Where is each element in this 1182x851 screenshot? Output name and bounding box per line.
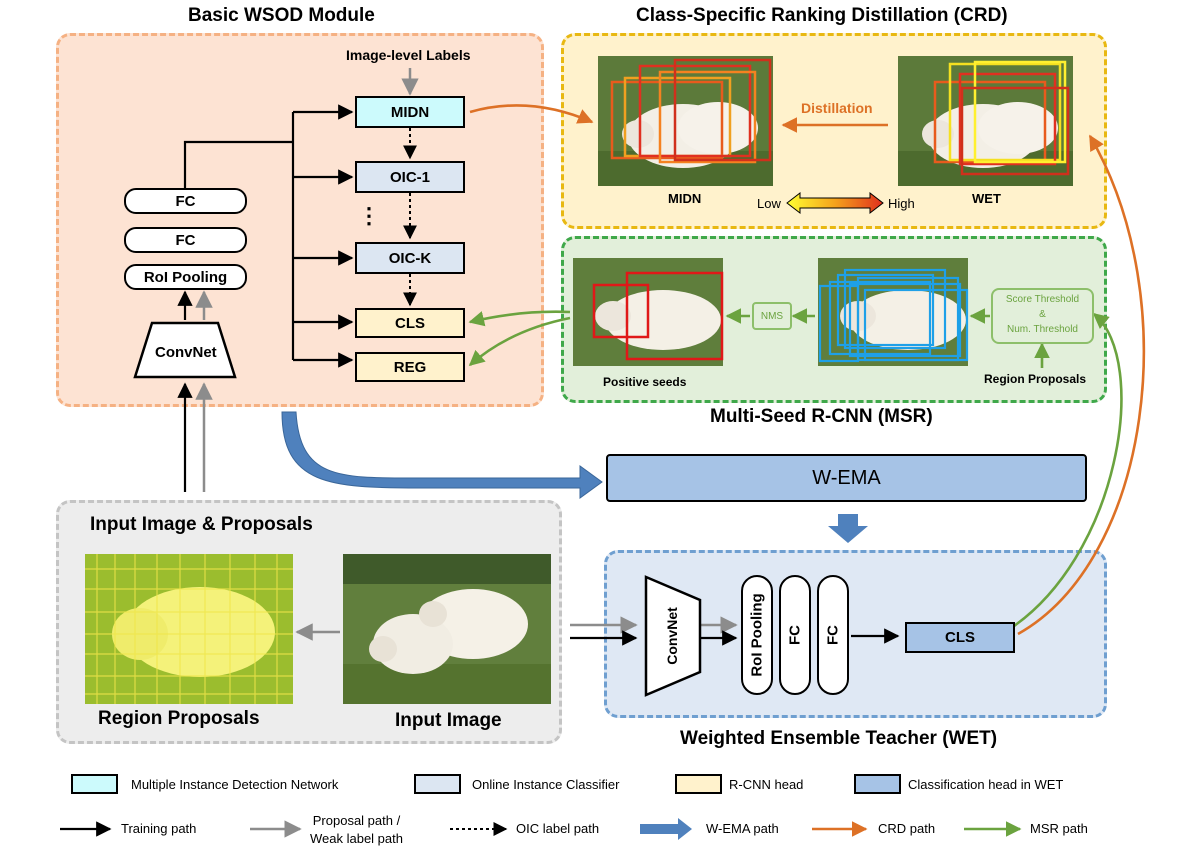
midn-box: MIDN: [355, 96, 465, 128]
fc-bottom-box: FC: [124, 227, 247, 253]
legend-midn: Multiple Instance Detection Network: [131, 777, 339, 792]
wet-cls-box: CLS: [905, 622, 1015, 653]
oic-k-box: OIC-K: [355, 242, 465, 274]
low-high-arrow: [786, 191, 884, 215]
wet-convnet-label: ConvNet: [664, 607, 680, 665]
crd-wet-label: WET: [972, 191, 1001, 206]
input-image-label: Input Image: [395, 710, 502, 731]
num-threshold-text: Num. Threshold: [1007, 324, 1078, 335]
legend-wet-cls: Classification head in WET: [908, 777, 1064, 792]
oic-1-box: OIC-1: [355, 161, 465, 193]
wsod-title: Basic WSOD Module: [188, 5, 375, 26]
reg-box: REG: [355, 352, 465, 382]
legend-proposal-path: Proposal path / Weak label path: [310, 812, 403, 848]
wet-fc-1-text: FC: [786, 625, 804, 645]
legend-oic: Online Instance Classifier: [472, 777, 620, 792]
nms-box: NMS: [752, 302, 792, 330]
wema-box: W-EMA: [606, 454, 1087, 502]
legend-training-path: Training path: [121, 821, 197, 836]
wsod-convnet-label: ConvNet: [155, 344, 217, 361]
legend-proposal-line2: Weak label path: [310, 831, 403, 846]
amp-text: &: [1039, 309, 1046, 320]
legend-oic-label-path: OIC label path: [516, 821, 600, 836]
wsod-panel: [56, 33, 544, 407]
legend-wema-path: W-EMA path: [706, 821, 779, 836]
wet-roi-pooling-box: RoI Pooling: [741, 575, 773, 695]
region-proposals-image: [85, 554, 293, 704]
legend-msr-path: MSR path: [1030, 821, 1088, 836]
oic-dots: ⋮: [358, 203, 380, 228]
input-title: Input Image & Proposals: [90, 514, 313, 535]
input-image: [343, 554, 551, 704]
msr-region-proposals-label: Region Proposals: [984, 372, 1087, 386]
legend-proposal-line1: Proposal path /: [312, 813, 401, 828]
distillation-label: Distillation: [801, 100, 873, 116]
msr-title: Multi-Seed R-CNN (MSR): [710, 406, 933, 427]
wet-title: Weighted Ensemble Teacher (WET): [680, 728, 998, 749]
wet-fc-1-box: FC: [779, 575, 811, 695]
cls-box: CLS: [355, 308, 465, 338]
roi-pooling-box: RoI Pooling: [124, 264, 247, 290]
fc-top-box: FC: [124, 188, 247, 214]
low-label: Low: [757, 196, 781, 211]
crd-title: Class-Specific Ranking Distillation (CRD…: [636, 5, 1008, 26]
legend-crd-path: CRD path: [878, 821, 936, 836]
region-proposals-label: Region Proposals: [98, 708, 260, 729]
wet-fc-2-text: FC: [824, 625, 842, 645]
score-threshold-text: Score Threshold: [1005, 294, 1080, 305]
high-label: High: [888, 196, 915, 211]
image-level-labels: Image-level Labels: [346, 47, 471, 63]
crd-midn-label: MIDN: [668, 191, 702, 206]
legend-rcnn: R-CNN head: [729, 777, 804, 792]
wet-fc-2-box: FC: [817, 575, 849, 695]
positive-seeds-label: Positive seeds: [603, 375, 687, 389]
threshold-box: Score Threshold & Num. Threshold: [991, 288, 1094, 344]
wet-roi-pooling-text: RoI Pooling: [748, 593, 766, 677]
